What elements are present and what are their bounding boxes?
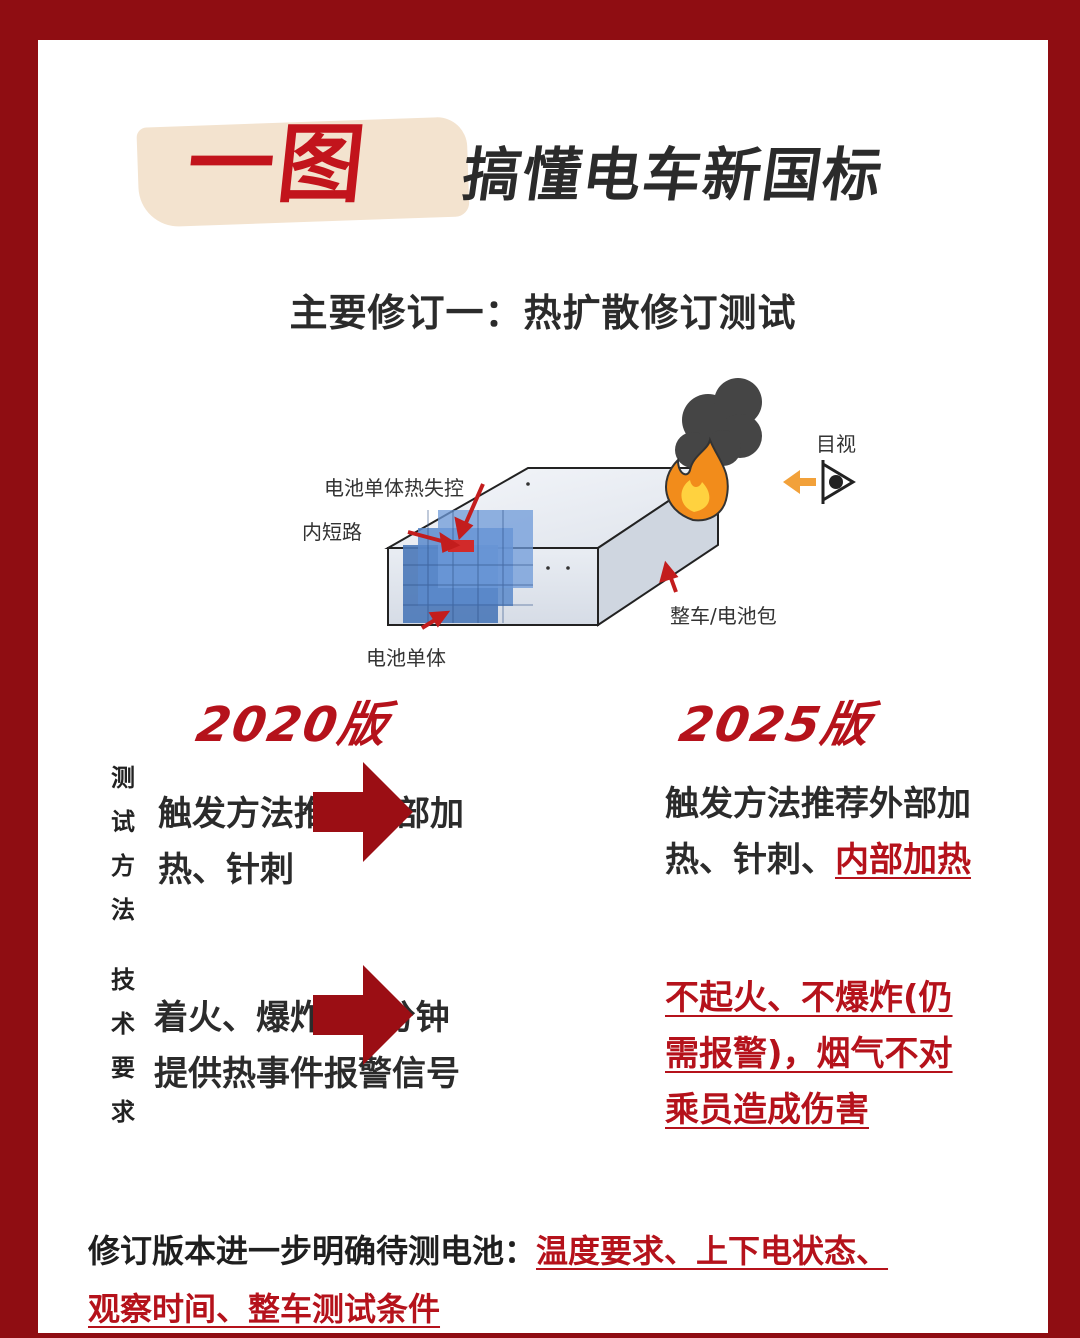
row-label-char: 技 — [111, 966, 135, 994]
new-test-method-highlight: 内部加热 — [835, 840, 971, 880]
section-title: 主要修订一：热扩散修订测试 — [289, 291, 797, 335]
footer-highlight: 温度要求、上下电状态、 — [536, 1232, 889, 1270]
smoke-icon — [675, 378, 762, 468]
new-tech-requirement-line: 需报警)，烟气不对 — [665, 1034, 953, 1074]
version-2025-heading: 2025版 — [675, 697, 877, 753]
label-cell: 电池单体 — [366, 646, 446, 670]
title-highlight: 一图 — [182, 115, 374, 215]
battery-pack-illustration — [384, 378, 856, 630]
label-pack: 整车/电池包 — [670, 604, 777, 628]
row-label-char: 术 — [111, 1010, 135, 1038]
title-text: 搞懂电车新国标 — [458, 141, 888, 209]
label-cell-runaway: 电池单体热失控 — [324, 476, 464, 500]
footer-note: 修订版本进一步明确待测电池：温度要求、上下电状态、 观察时间、整车测试条件 — [88, 1222, 888, 1338]
new-tech-requirement-line: 乘员造成伤害 — [665, 1090, 869, 1130]
row-label-char: 要 — [111, 1054, 135, 1082]
new-tech-requirement-line: 不起火、不爆炸(仍 — [665, 978, 953, 1018]
new-test-method: 触发方法推荐外部加 热、针刺、内部加热 — [665, 776, 971, 888]
content-panel: 一图 搞懂电车新国标 主要修订一：热扩散修订测试 — [38, 40, 1048, 1333]
fire-icon — [665, 436, 729, 522]
old-test-method-line: 触发方法推荐外部加 — [158, 794, 464, 834]
version-2020-heading: 2020版 — [192, 697, 394, 753]
pointer-arrows — [407, 483, 679, 630]
arrow-right-icon — [313, 762, 413, 862]
row-label-tech-requirement: 技 术 要 求 — [103, 958, 143, 1134]
eye-icon — [821, 460, 856, 504]
old-test-method-line: 热、针刺 — [158, 850, 294, 890]
label-visual: 目视 — [816, 432, 856, 456]
arrow-right-icon — [313, 965, 413, 1065]
old-tech-requirement-line: 提供热事件报警信号 — [154, 1054, 460, 1094]
row-label-char: 试 — [111, 808, 135, 836]
row-label-char: 求 — [111, 1098, 135, 1126]
old-test-method: 触发方法推荐外部加 热、针刺 — [158, 786, 464, 898]
label-internal-short: 内短路 — [302, 520, 362, 544]
row-label-char: 测 — [111, 764, 135, 792]
new-test-method-line: 热、针刺、 — [665, 840, 835, 880]
row-label-test-method: 测 试 方 法 — [103, 756, 143, 932]
row-label-char: 法 — [111, 896, 135, 924]
footer-lead: 修订版本进一步明确待测电池： — [88, 1232, 537, 1270]
view-arrow-icon — [783, 470, 816, 494]
row-label-char: 方 — [111, 852, 135, 880]
new-tech-requirement: 不起火、不爆炸(仍 需报警)，烟气不对 乘员造成伤害 — [665, 970, 953, 1138]
battery-cells-icon — [403, 510, 533, 623]
footer-highlight: 观察时间、整车测试条件 — [88, 1290, 441, 1328]
new-test-method-line: 触发方法推荐外部加 — [665, 784, 971, 824]
thermal-diffusion-diagram: 目视 电池单体热失控 内短路 整车/电池包 电池单体 — [238, 360, 888, 680]
